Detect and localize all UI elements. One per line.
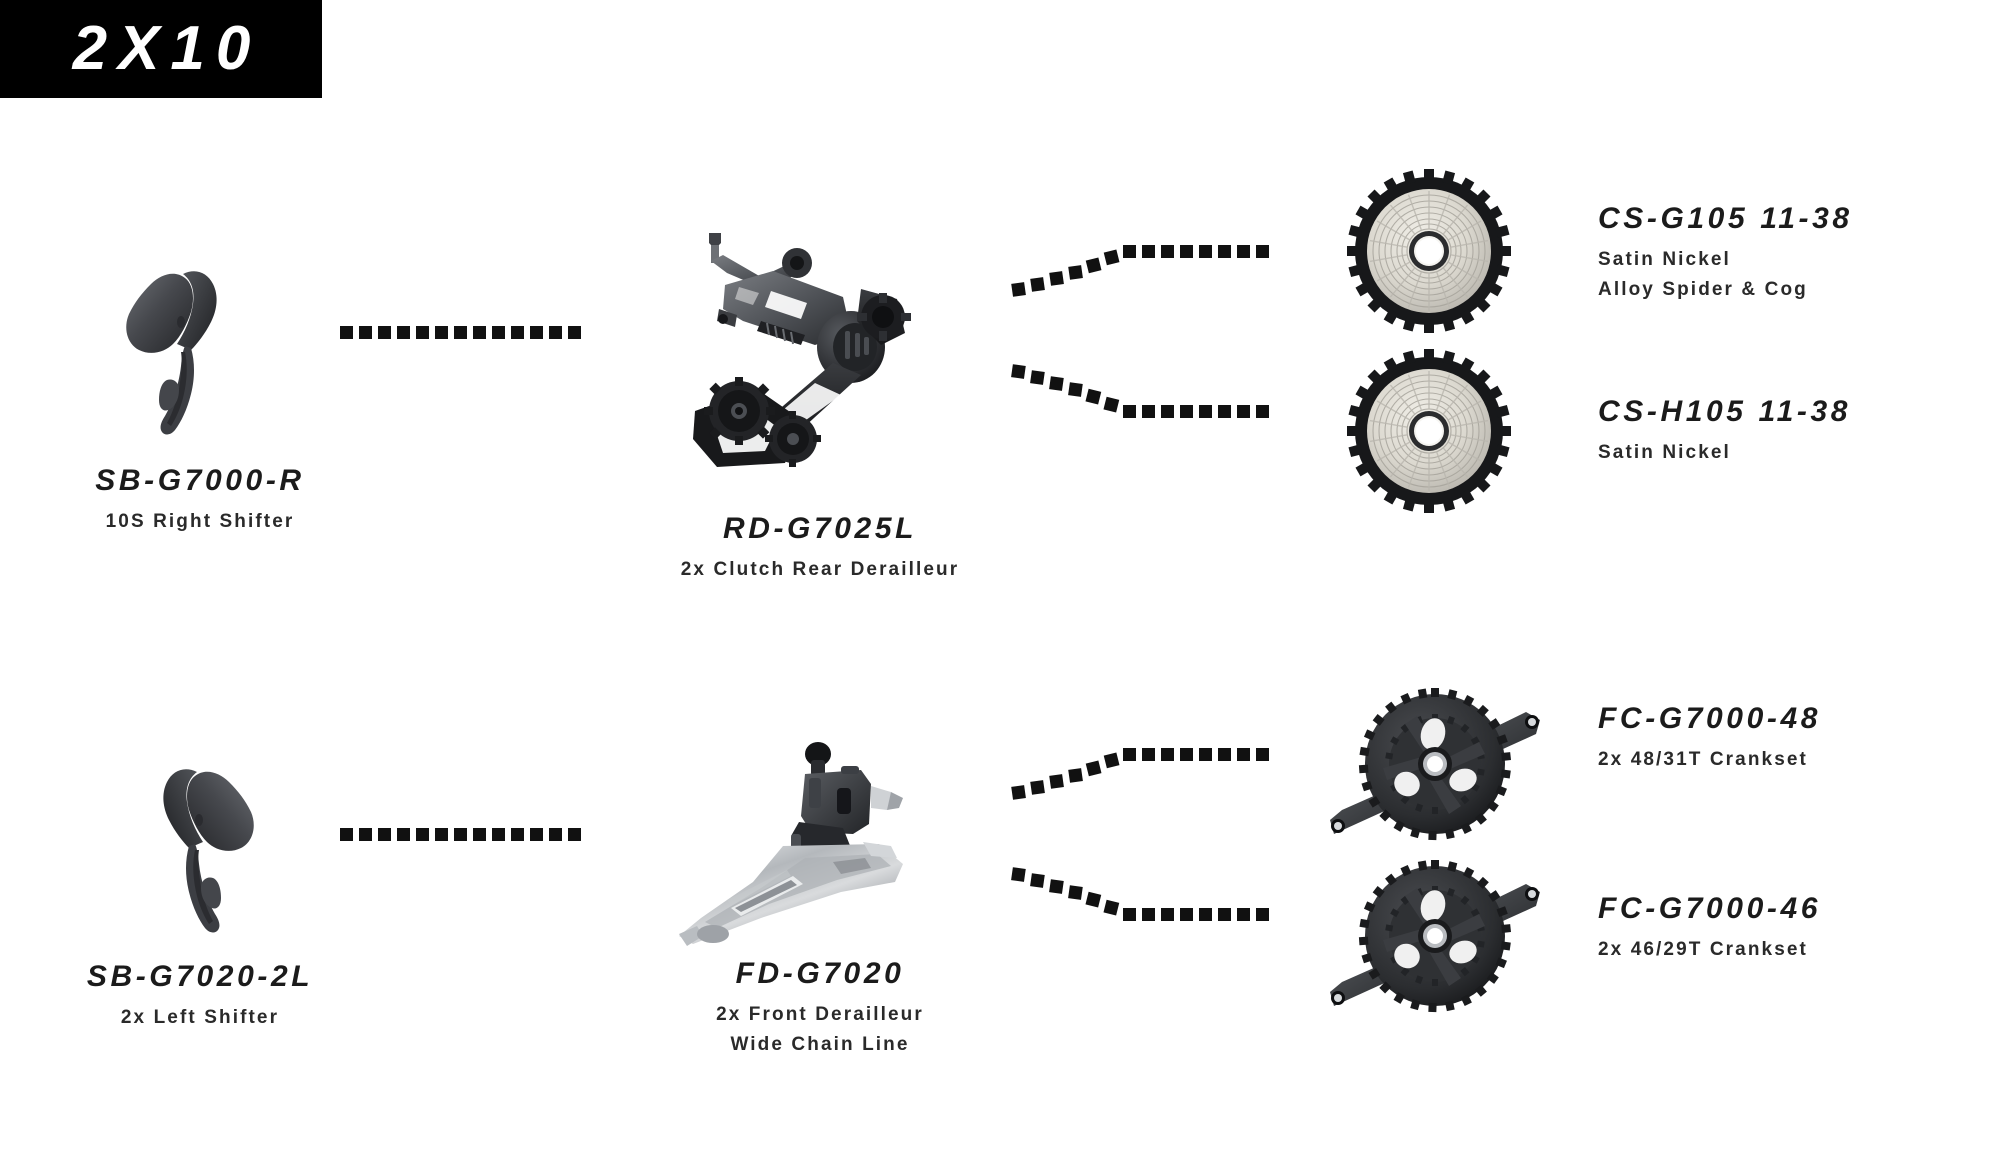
shifter-label-row2: SB-G7020-2L 2x Left Shifter xyxy=(0,958,400,1033)
connector-shifter-to-rear-derailleur xyxy=(340,320,600,346)
cassette-subtitle-2-line1: Satin Nickel xyxy=(1598,442,1731,464)
shifter-title-row2: SB-G7020-2L xyxy=(86,960,314,993)
crankset-image-2 xyxy=(1320,840,1550,1030)
cassette-label-1: CS-G105 11-38 Satin Nickel Alloy Spider … xyxy=(1598,200,1853,304)
cassette-title-1: CS-G105 11-38 xyxy=(1598,202,1853,235)
shifter-subtitle-row2: 2x Left Shifter xyxy=(120,1007,280,1029)
derailleur-label-row2: FD-G7020 2x Front Derailleur Wide Chain … xyxy=(420,955,1220,1059)
connector-shifter-to-front-derailleur xyxy=(340,822,600,848)
derailleur-title-row1: RD-G7025L xyxy=(722,512,918,545)
road-shifter-left-image xyxy=(95,750,285,940)
shifter-subtitle-row1: 10S Right Shifter xyxy=(105,511,295,533)
crankset-label-2: FC-G7000-46 2x 46/29T Crankset xyxy=(1598,890,1821,965)
cassette-title-2: CS-H105 11-38 xyxy=(1598,395,1852,428)
derailleur-label-row1: RD-G7025L 2x Clutch Rear Derailleur xyxy=(420,510,1220,585)
groupset-type-badge: 2X10 xyxy=(0,0,322,98)
crankset-image-1 xyxy=(1320,668,1550,858)
crankset-label-1: FC-G7000-48 2x 48/31T Crankset xyxy=(1598,700,1821,775)
cassette-label-2: CS-H105 11-38 Satin Nickel xyxy=(1598,393,1851,468)
cassette-subtitle-1-line2: Alloy Spider & Cog xyxy=(1598,278,1808,300)
crankset-subtitle-2: 2x 46/29T Crankset xyxy=(1598,939,1808,961)
crankset-title-1: FC-G7000-48 xyxy=(1598,702,1822,735)
derailleur-title-row2: FD-G7020 xyxy=(735,957,905,990)
crankset-subtitle-1: 2x 48/31T Crankset xyxy=(1598,749,1808,771)
rear-derailleur-image xyxy=(665,225,935,475)
connector-front-derailleur-to-cranksets xyxy=(1010,728,1290,948)
crankset-title-2: FC-G7000-46 xyxy=(1598,892,1822,925)
groupset-type-label: 2X10 xyxy=(72,14,262,83)
shifter-label-row1: SB-G7000-R 10S Right Shifter xyxy=(0,462,400,537)
derailleur-subtitle-row2-line1: 2x Front Derailleur xyxy=(716,1004,924,1026)
shifter-title-row1: SB-G7000-R xyxy=(95,464,305,497)
derailleur-subtitle-row2-line2: Wide Chain Line xyxy=(730,1033,910,1055)
connector-rear-derailleur-to-cassettes xyxy=(1010,225,1290,445)
derailleur-subtitle-row1: 2x Clutch Rear Derailleur xyxy=(680,559,960,581)
road-shifter-right-image xyxy=(95,252,285,442)
front-derailleur-image xyxy=(665,722,935,952)
cassette-image-1 xyxy=(1344,166,1514,336)
cassette-image-2 xyxy=(1344,346,1514,516)
cassette-subtitle-1-line1: Satin Nickel xyxy=(1598,249,1731,271)
